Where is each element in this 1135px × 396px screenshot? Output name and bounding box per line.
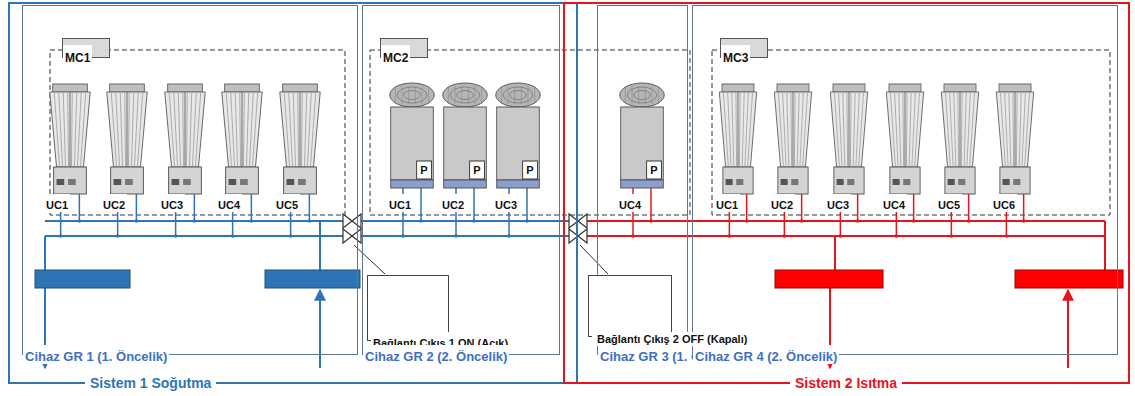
- unit-pipe: [746, 194, 748, 221]
- chiller-unit: UC1: [714, 62, 762, 202]
- chiller-unit: UC6: [991, 62, 1039, 202]
- controller-name: MC1: [63, 45, 92, 67]
- leader-line: [354, 245, 608, 274]
- unit-name: UC3: [493, 194, 519, 212]
- unit-name: UC5: [936, 194, 962, 212]
- unit-illustration: [440, 62, 490, 202]
- unit-pipe: [913, 194, 915, 221]
- system-region: UC4Cihaz GR 3 (1. Öncelik)MC3UC1UC2UC3UC…: [563, 2, 1130, 384]
- unit-pipe: [1023, 194, 1025, 221]
- chiller-unit: UC1: [44, 62, 96, 202]
- device-group-box: MC2UC1UC2UC3Bağlantı Çıkış 1 ON (Açık)Ci…: [362, 5, 560, 355]
- unit-name: UC4: [881, 194, 907, 212]
- unit-pipe: [857, 194, 859, 221]
- unit-illustration: [101, 62, 153, 202]
- unit-name: UC3: [825, 194, 851, 212]
- chiller-unit: UC4: [881, 62, 929, 202]
- unit-illustration: [617, 62, 667, 202]
- unit-illustration: [991, 62, 1039, 202]
- group-heading: Cihaz GR 1 (1. Öncelik): [23, 345, 169, 364]
- pump-mark: P: [647, 162, 662, 178]
- unit-pipe: [194, 194, 196, 221]
- callout-text: Bağlantı Çıkış 2 OFF (Kapalı): [592, 332, 752, 346]
- mc-dashed-frame: [50, 50, 1110, 215]
- chiller-unit: UC3: [493, 62, 543, 202]
- chiller-unit: UC3: [159, 62, 211, 202]
- unit-illustration: [769, 62, 817, 202]
- unit-pipe: [650, 188, 652, 221]
- chiller-unit: UC5: [274, 62, 326, 202]
- system-label: Sistem 2 Isıtma: [790, 374, 902, 392]
- unit-pipe: [79, 194, 81, 221]
- chiller-unit: UC5: [936, 62, 984, 202]
- main-pipes: [45, 221, 1105, 368]
- unit-illustration: [714, 62, 762, 202]
- unit-illustration: [881, 62, 929, 202]
- unit-pipes: [59, 188, 1026, 238]
- unit-illustration: [825, 62, 873, 202]
- pump-mark: P: [417, 162, 432, 178]
- chiller-unit: UC2: [101, 62, 153, 202]
- controller-name: MC2: [381, 45, 410, 67]
- chiller-unit: UC4: [216, 62, 268, 202]
- master-controller-box: MC3: [720, 38, 768, 58]
- device-group-box: MC3UC1UC2UC3UC4UC5UC6Cihaz GR 4 (2. Önce…: [692, 5, 1118, 355]
- unit-pipe: [526, 188, 528, 221]
- unit-name: UC1: [714, 194, 740, 212]
- callout-box: Bağlantı Çıkış 1 ON (Açık): [367, 275, 449, 341]
- unit-pipe: [251, 194, 253, 221]
- unit-pipe: [420, 188, 422, 221]
- unit-illustration: [274, 62, 326, 202]
- unit-illustration: [159, 62, 211, 202]
- unit-illustration: [216, 62, 268, 202]
- unit-name: UC1: [387, 194, 413, 212]
- unit-name: UC6: [991, 194, 1017, 212]
- unit-name: UC4: [216, 194, 242, 212]
- unit-name: UC4: [617, 194, 643, 212]
- master-controller-box: MC1: [62, 38, 110, 58]
- pump-mark: P: [470, 162, 485, 178]
- pump-mark: P: [523, 162, 538, 178]
- chiller-unit: UC2: [769, 62, 817, 202]
- valve-symbol: [343, 214, 587, 243]
- unit-illustration: [44, 62, 96, 202]
- controller-name: MC3: [721, 45, 750, 67]
- chiller-unit: UC1: [387, 62, 437, 202]
- master-controller-box: MC2: [380, 38, 428, 58]
- system-region: MC1UC1UC2UC3UC4UC5Cihaz GR 1 (1. Öncelik…: [8, 2, 578, 384]
- unit-pipe: [801, 194, 803, 221]
- unit-illustration: [493, 62, 543, 202]
- chiller-unit: UC2: [440, 62, 490, 202]
- chiller-unit: UC3: [825, 62, 873, 202]
- unit-pipe: [136, 194, 138, 221]
- device-group-box: MC1UC1UC2UC3UC4UC5Cihaz GR 1 (1. Öncelik…: [22, 5, 358, 355]
- unit-pipe: [309, 194, 311, 221]
- unit-illustration: [387, 62, 437, 202]
- unit-name: UC2: [101, 194, 127, 212]
- chiller-unit: UC4: [617, 62, 667, 202]
- unit-name: UC1: [44, 194, 70, 212]
- unit-name: UC2: [769, 194, 795, 212]
- header-tank: [35, 270, 1123, 288]
- unit-pipe: [968, 194, 970, 221]
- unit-name: UC3: [159, 194, 185, 212]
- unit-name: UC2: [440, 194, 466, 212]
- unit-pipe: [473, 188, 475, 221]
- group-heading: Cihaz GR 4 (2. Öncelik): [693, 345, 839, 364]
- system-label: Sistem 1 Soğutma: [85, 374, 216, 392]
- group-heading: Cihaz GR 2 (2. Öncelik): [363, 345, 509, 364]
- callout-box: Bağlantı Çıkış 2 OFF (Kapalı): [588, 275, 672, 337]
- unit-name: UC5: [274, 194, 300, 212]
- unit-illustration: [936, 62, 984, 202]
